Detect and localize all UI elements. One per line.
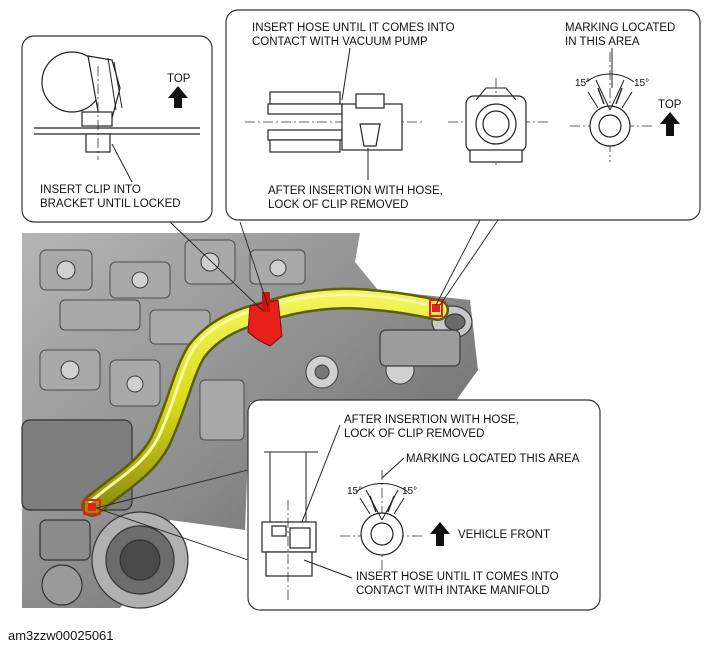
callout-vacuum-pump: INSERT HOSE UNTIL IT COMES INTO CONTACT …	[225, 9, 701, 221]
leader-lines	[95, 219, 499, 561]
manifold-lock-line-1: AFTER INSERTION WITH HOSE,	[344, 414, 519, 426]
pump-top-arrow-icon	[660, 112, 680, 136]
manifold-lock-line-2: LOCK OF CLIP REMOVED	[344, 428, 484, 440]
lock-removed-line-2: LOCK OF CLIP REMOVED	[268, 199, 408, 211]
pump-instruction-line-2: CONTACT WITH VACUUM PUMP	[252, 36, 428, 48]
hose-end-view	[448, 78, 548, 168]
pump-instruction-line-1: INSERT HOSE UNTIL IT COMES INTO	[252, 22, 455, 34]
callout-intake-manifold: AFTER INSERTION WITH HOSE, LOCK OF CLIP …	[247, 399, 601, 611]
instruction-line-2: BRACKET UNTIL LOCKED	[40, 198, 181, 210]
manifold-angle-left-label: 15°	[347, 486, 362, 497]
manifold-angle-right-label: 15°	[402, 486, 417, 497]
angle-right-label: 15°	[634, 78, 649, 89]
vehicle-front-arrow-icon	[430, 522, 450, 546]
angle-left-label: 15°	[575, 78, 590, 89]
vehicle-front-label: VEHICLE FRONT	[458, 529, 550, 541]
marking-line-2: IN THIS AREA	[565, 36, 640, 48]
manifold-insert-line-1: INSERT HOSE UNTIL IT COMES INTO	[356, 571, 559, 583]
vacuum-hose	[81, 287, 449, 517]
top-direction-label: TOP	[167, 73, 191, 85]
engine-illustration	[21, 233, 478, 609]
manifold-insert-line-2: CONTACT WITH INTAKE MANIFOLD	[356, 585, 550, 597]
callout-bracket-clip: TOP INSERT CLIP INTO BRACKET UNTIL LOCKE…	[21, 35, 213, 223]
instruction-line-1: INSERT CLIP INTO	[40, 184, 141, 196]
document-id: am3zzw00025061	[8, 628, 114, 643]
hose-side-view	[245, 91, 425, 180]
bracket-clip	[247, 292, 283, 347]
marking-line-1: MARKING LOCATED	[565, 22, 675, 34]
marking-view	[570, 48, 652, 162]
manifold-marking-label: MARKING LOCATED THIS AREA	[406, 453, 580, 465]
pump-top-direction-label: TOP	[658, 99, 682, 111]
lock-removed-line-1: AFTER INSERTION WITH HOSE,	[268, 185, 443, 197]
clip-side-view	[34, 51, 200, 183]
manifold-hose-side-view	[261, 451, 353, 600]
manifold-marking-view	[340, 470, 424, 572]
top-arrow-icon	[168, 86, 188, 108]
vacuum-pump-clip	[429, 299, 443, 317]
